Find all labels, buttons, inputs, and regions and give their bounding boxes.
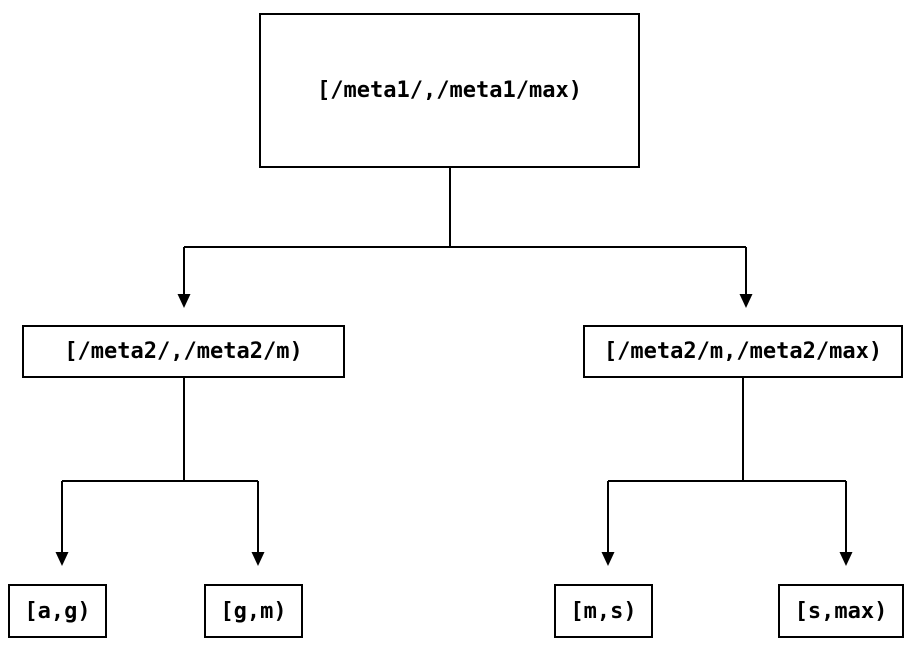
node-meta2-left-range: [/meta2/,/meta2/m) (22, 325, 345, 378)
edge-right-to-leaves (601, 378, 853, 566)
arrowhead-down-icon (839, 552, 853, 566)
arrowhead-down-icon (251, 552, 265, 566)
arrowhead-down-icon (739, 294, 753, 308)
arrowhead-down-icon (177, 294, 191, 308)
arrowhead-down-icon (601, 552, 615, 566)
edge-root-to-level2 (177, 168, 753, 308)
node-leaf-range-smax: [s,max) (778, 584, 904, 638)
node-leaf-range-ms: [m,s) (554, 584, 653, 638)
node-root-meta1-range: [/meta1/,/meta1/max) (259, 13, 640, 168)
arrowhead-down-icon (55, 552, 69, 566)
edge-left-to-leaves (55, 378, 265, 566)
node-meta2-right-range: [/meta2/m,/meta2/max) (583, 325, 903, 378)
node-leaf-range-gm: [g,m) (204, 584, 303, 638)
node-leaf-range-ag: [a,g) (8, 584, 107, 638)
